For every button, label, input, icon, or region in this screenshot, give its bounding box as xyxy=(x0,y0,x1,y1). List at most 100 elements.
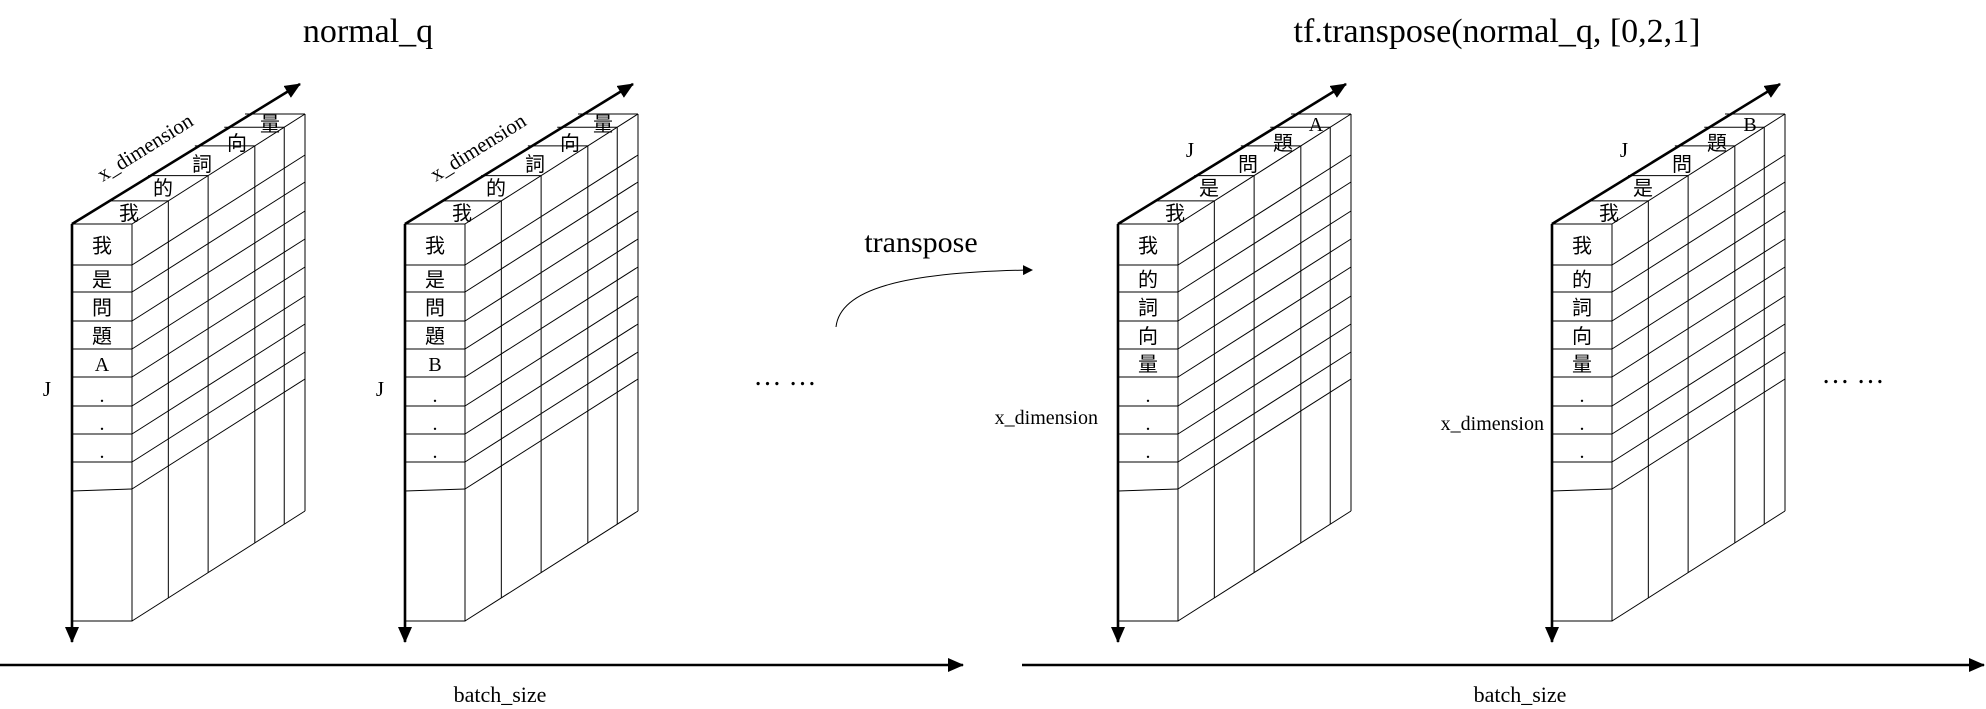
depth-row-line xyxy=(1611,351,1786,463)
front-label: . xyxy=(433,385,438,407)
depth-row-line xyxy=(131,181,306,293)
depth-axis-label: x_dimension xyxy=(426,108,531,186)
depth-row-line xyxy=(1611,238,1786,350)
depth-row-line xyxy=(1177,323,1352,435)
front-label: . xyxy=(1580,441,1585,463)
depth-axis-label: J xyxy=(1620,138,1628,162)
top-label: 問 xyxy=(1238,154,1258,176)
depth-row-line xyxy=(464,351,639,463)
depth-row-line xyxy=(1177,378,1352,490)
front-label: . xyxy=(1146,385,1151,407)
top-label: 我 xyxy=(452,202,472,225)
depth-row-line xyxy=(464,181,639,293)
depth-row-line xyxy=(131,351,306,463)
depth-row-line xyxy=(131,295,306,407)
depth-row-line xyxy=(1177,181,1352,293)
front-label: 題 xyxy=(92,326,112,348)
top-label: B xyxy=(1743,114,1756,136)
top-label: 量 xyxy=(593,114,613,136)
depth-row-line xyxy=(464,378,639,490)
top-label: 的 xyxy=(153,177,173,200)
front-label: . xyxy=(433,413,438,435)
front-label: 詞 xyxy=(1572,297,1592,320)
front-label: . xyxy=(1146,413,1151,435)
top-label: 我 xyxy=(1599,202,1619,225)
top-right-edge xyxy=(1177,113,1352,225)
title-transpose-call: tf.transpose(normal_q, [0,2,1] xyxy=(1294,13,1701,50)
side-axis-label: x_dimension xyxy=(1441,413,1544,435)
depth-row-line xyxy=(1611,154,1786,266)
front-label: 我 xyxy=(1138,235,1158,258)
top-right-edge xyxy=(464,113,639,225)
top-label: 是 xyxy=(1199,178,1219,200)
depth-row-line xyxy=(464,266,639,378)
depth-row-line xyxy=(131,266,306,378)
depth-row-line xyxy=(464,295,639,407)
front-label: 我 xyxy=(1572,235,1592,258)
depth-row-line xyxy=(1177,351,1352,463)
front-label: 是 xyxy=(425,270,445,292)
batch-size-label-left: batch_size xyxy=(454,682,547,707)
ellipsis-right: … … xyxy=(1822,359,1885,390)
depth-row-line xyxy=(131,210,306,322)
bottom-right-edge xyxy=(1611,510,1786,622)
top-label: 問 xyxy=(1672,154,1692,176)
side-axis-label: x_dimension xyxy=(995,407,1098,429)
top-label: 量 xyxy=(260,114,280,136)
top-label: 題 xyxy=(1273,133,1293,155)
transpose-curved-arrow xyxy=(835,265,1033,328)
top-label: A xyxy=(1309,114,1324,136)
depth-row-line xyxy=(1177,266,1352,378)
front-label: . xyxy=(1580,385,1585,407)
front-label: . xyxy=(100,413,105,435)
depth-axis-arrow xyxy=(1551,82,1781,226)
side-axis-label: J xyxy=(376,377,384,401)
depth-row-line xyxy=(1611,266,1786,378)
depth-row-line xyxy=(1177,154,1352,266)
top-label: 我 xyxy=(1165,202,1185,225)
depth-row-line xyxy=(1177,210,1352,322)
depth-row-line xyxy=(1177,295,1352,407)
front-label: 我 xyxy=(92,235,112,258)
front-label: 我 xyxy=(425,235,445,258)
depth-row-line xyxy=(1611,210,1786,322)
depth-row-line xyxy=(131,238,306,350)
front-label: 的 xyxy=(1138,269,1158,292)
front-label: . xyxy=(433,441,438,463)
depth-axis-arrow xyxy=(71,82,301,226)
transpose-label: transpose xyxy=(864,226,977,259)
bottom-right-edge xyxy=(1177,510,1352,622)
front-label: . xyxy=(1580,413,1585,435)
depth-row-line xyxy=(1611,378,1786,490)
top-label: 我 xyxy=(119,202,139,225)
depth-axis-arrow xyxy=(404,82,634,226)
front-label: . xyxy=(100,441,105,463)
depth-row-line xyxy=(131,154,306,266)
row-divider xyxy=(1551,488,1613,492)
depth-axis-arrow xyxy=(1117,82,1347,226)
depth-axis-label: J xyxy=(1186,138,1194,162)
row-divider xyxy=(71,488,133,492)
bottom-right-edge xyxy=(131,510,306,622)
depth-row-line xyxy=(464,323,639,435)
front-label: 問 xyxy=(92,298,112,320)
ellipsis-left: … … xyxy=(754,361,817,392)
front-label: 的 xyxy=(1572,269,1592,292)
row-divider xyxy=(1117,488,1179,492)
tensor-blocks: 我的詞向量我是問題A...x_dimensionJ我的詞向量我是問題B...x_… xyxy=(43,82,1786,643)
front-label: 向 xyxy=(1138,325,1158,348)
front-label: 詞 xyxy=(1138,297,1158,320)
depth-row-line xyxy=(131,378,306,490)
front-label: 問 xyxy=(425,298,445,320)
front-label: 是 xyxy=(92,270,112,292)
depth-row-line xyxy=(464,238,639,350)
top-label: 的 xyxy=(486,177,506,200)
front-label: . xyxy=(100,385,105,407)
depth-row-line xyxy=(1611,181,1786,293)
top-label: 向 xyxy=(560,132,580,155)
